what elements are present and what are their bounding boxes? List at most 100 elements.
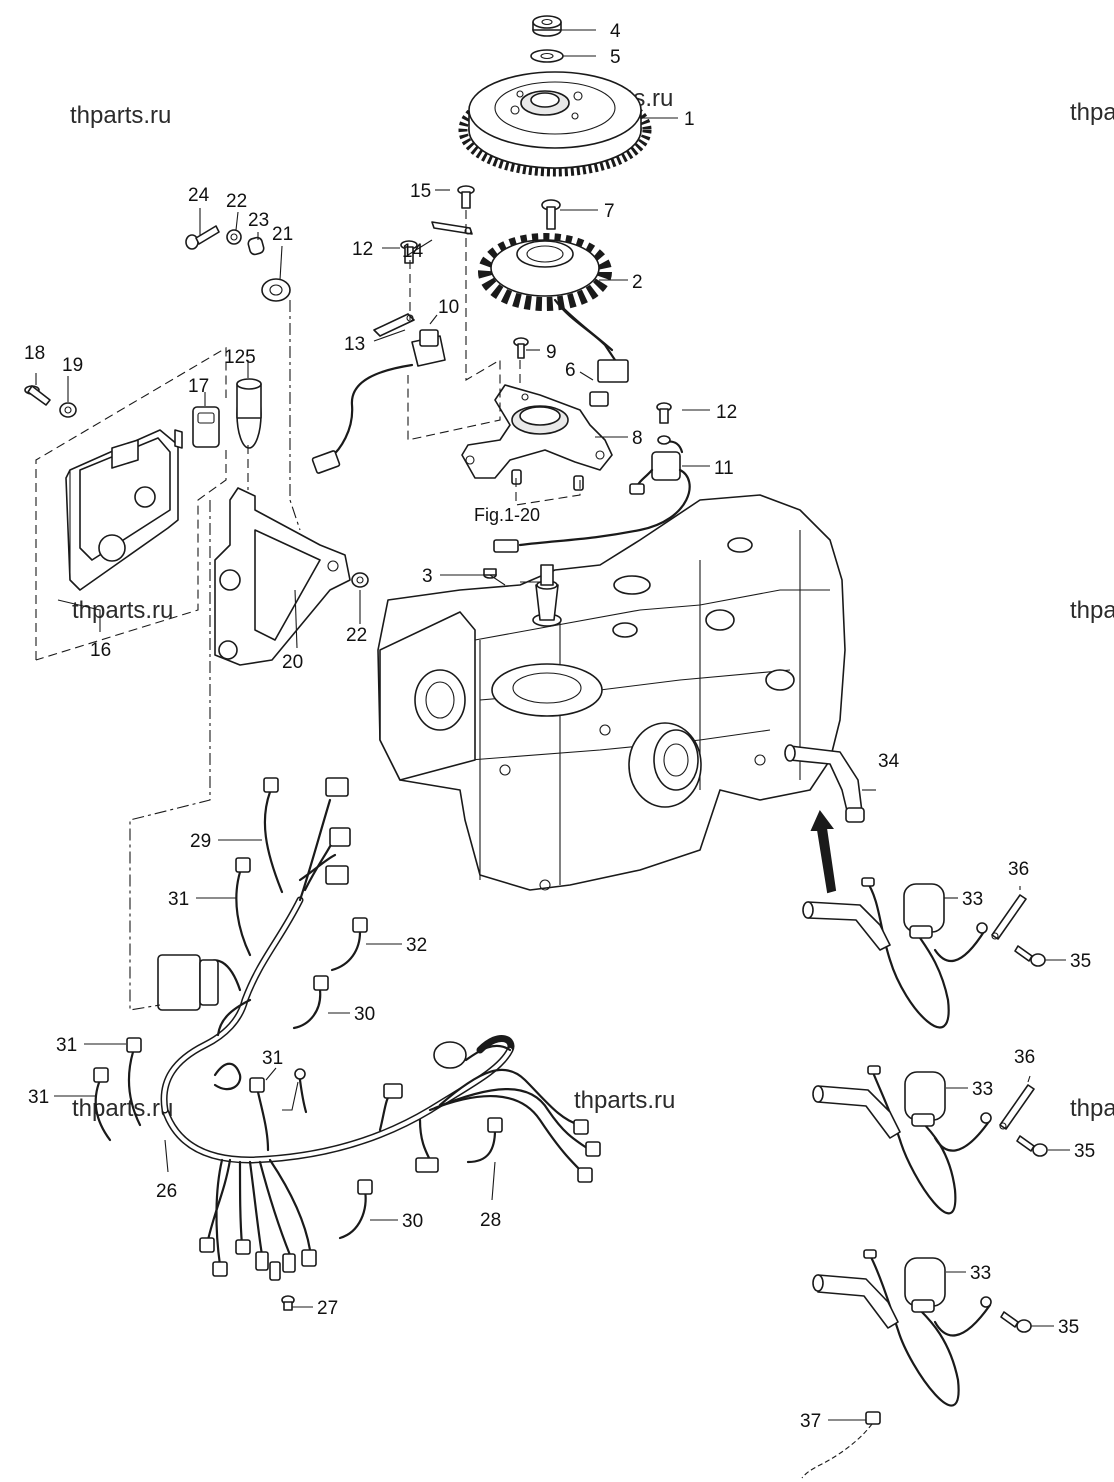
screw-part: [656, 402, 672, 445]
callout-label: 2: [632, 272, 643, 293]
callout-label: 125: [224, 347, 256, 368]
leader-lines: [35, 29, 1070, 1421]
screw-part: [1014, 945, 1046, 967]
flywheel-part: [458, 71, 652, 177]
washer-part: [351, 572, 369, 588]
watermark: thparts.ru: [574, 1087, 675, 1114]
callouts: 4 5 1 7 2 9 6 8 12 11 Fig.1-20 15 14 12 …: [24, 21, 1095, 1432]
callout-label: 7: [604, 201, 615, 222]
callout-label: 36: [1008, 859, 1029, 880]
stator-base-part: [461, 384, 613, 491]
callout-label: 24: [188, 185, 210, 206]
callout-label: 26: [156, 1181, 177, 1202]
up-arrow-icon: [810, 810, 837, 894]
callout-label: 10: [438, 297, 459, 318]
callout-label: 20: [282, 652, 303, 673]
callout-label: 35: [1070, 951, 1091, 972]
plate-part: [991, 894, 1027, 940]
callout-label: 35: [1058, 1317, 1079, 1338]
callout-label: 23: [248, 210, 269, 231]
callout-label: 12: [716, 402, 737, 423]
callout-label: 31: [168, 889, 189, 910]
cable-band-part: [330, 917, 368, 972]
watermark: thparts.ru: [1070, 1095, 1114, 1122]
screw-part: [457, 185, 475, 209]
callout-label: 3: [422, 566, 433, 587]
ignition-coil-part: [812, 1249, 992, 1407]
callout-label: 18: [24, 343, 45, 364]
callout-label: 9: [546, 342, 557, 363]
callout-label: 1: [684, 109, 695, 130]
screw-part: [24, 385, 51, 406]
collar-part: [247, 236, 265, 256]
plate-part: [431, 221, 473, 235]
callout-label: 30: [402, 1211, 423, 1232]
callout-label: 36: [1014, 1047, 1035, 1068]
cable-tie-part: [801, 1411, 881, 1479]
callout-label: 33: [972, 1079, 993, 1100]
watermark: thparts.ru: [72, 597, 173, 624]
callout-label: 31: [28, 1087, 49, 1108]
callout-label: 16: [90, 640, 111, 661]
cable-band-part: [263, 777, 284, 894]
plate-part: [999, 1084, 1035, 1130]
callout-label: 6: [565, 360, 576, 381]
callout-label: 15: [410, 181, 431, 202]
callout-label: 31: [262, 1048, 283, 1069]
washer-part: [59, 402, 77, 418]
screw-part: [1000, 1311, 1032, 1333]
figure-reference: Fig.1-20: [474, 505, 540, 525]
washer-part: [226, 229, 242, 245]
callout-label: 5: [610, 47, 621, 68]
callout-label: 35: [1074, 1141, 1095, 1162]
callout-label: 29: [190, 831, 211, 852]
assembly-lines: [35, 210, 581, 1011]
watermark: thparts.ru: [1070, 597, 1114, 624]
plug-cap-part: [784, 744, 865, 823]
callout-label: 13: [344, 334, 365, 355]
callout-label: 33: [962, 889, 983, 910]
watermark: thparts.ru: [70, 102, 171, 129]
cable-band-part: [294, 1068, 308, 1114]
callout-label: 14: [402, 241, 424, 262]
callout-label: 11: [714, 458, 734, 479]
cable-band-part: [338, 1179, 373, 1240]
bolt-part: [281, 1295, 295, 1311]
callout-label: 28: [480, 1210, 501, 1231]
screw-part: [185, 225, 220, 250]
bracket-part: [214, 487, 351, 666]
cable-band-part: [292, 975, 329, 1030]
callout-label: 37: [800, 1411, 821, 1432]
pulser-coil-part: [493, 440, 691, 553]
callout-label: 17: [188, 376, 209, 397]
watermark: thparts.ru: [1070, 99, 1114, 126]
callout-label: 12: [352, 239, 373, 260]
plate-part: [373, 313, 415, 337]
callout-label: 33: [970, 1263, 991, 1284]
screw-part: [541, 199, 561, 230]
ignition-coil-part: [812, 1065, 992, 1215]
callout-label: 31: [56, 1035, 77, 1056]
callout-label: 27: [317, 1298, 338, 1319]
cable-band-part: [235, 857, 252, 957]
ignition-coil-part: [802, 877, 988, 1029]
screw-part: [513, 337, 529, 359]
cable-band-part: [93, 1067, 112, 1142]
nut-part: [532, 15, 562, 37]
pulser-coil-part: [311, 329, 446, 474]
cable-band-part: [126, 1037, 142, 1127]
callout-label: 4: [610, 21, 621, 42]
cable-band-part: [466, 1117, 503, 1164]
callout-label: 22: [226, 191, 247, 212]
stator-part: [478, 233, 629, 407]
cdi-unit-part: [65, 429, 183, 591]
callout-label: 32: [406, 935, 427, 956]
callout-label: 21: [272, 224, 293, 245]
callout-label: 22: [346, 625, 367, 646]
cap-part: [236, 378, 262, 449]
engine-block-part: [377, 494, 846, 891]
callout-label: 19: [62, 355, 83, 376]
wire-harness-part: [157, 777, 601, 1281]
